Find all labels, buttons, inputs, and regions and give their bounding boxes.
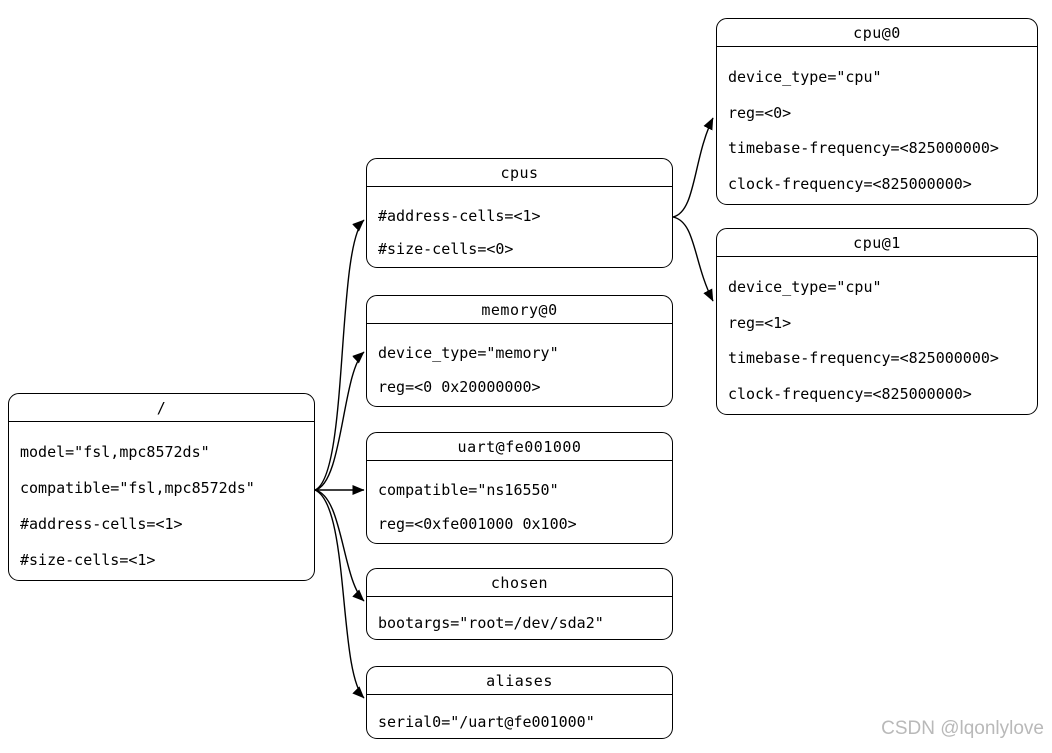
- node-cpus-props: #address-cells=<1> #size-cells=<0>: [367, 187, 672, 267]
- node-cpus-title: cpus: [367, 159, 672, 187]
- node-memory-props: device_type="memory" reg=<0 0x20000000>: [367, 324, 672, 406]
- node-property: model="fsl,mpc8572ds": [20, 443, 210, 461]
- node-memory-title: memory@0: [367, 296, 672, 324]
- node-property: clock-frequency=<825000000>: [728, 175, 972, 194]
- node-property: reg=<0xfe001000 0x100>: [378, 515, 577, 533]
- node-property: #size-cells=<1>: [20, 551, 156, 569]
- node-property: timebase-frequency=<825000000>: [728, 349, 999, 368]
- node-chosen-title: chosen: [367, 569, 672, 597]
- node-property: reg=<0>: [728, 103, 792, 122]
- node-aliases-props: serial0="/uart@fe001000": [367, 695, 672, 738]
- node-property: clock-frequency=<825000000>: [728, 385, 972, 404]
- node-root: / model="fsl,mpc8572ds" compatible="fsl,…: [8, 393, 315, 581]
- node-property: bootargs="root=/dev/sda2": [378, 614, 604, 632]
- edge-root-to-aliases: [314, 489, 365, 699]
- edge-root-to-chosen: [314, 489, 365, 602]
- node-cpu1-title: cpu@1: [717, 229, 1037, 257]
- node-uart: uart@fe001000 compatible="ns16550" reg=<…: [366, 432, 673, 544]
- node-cpus: cpus #address-cells=<1> #size-cells=<0>: [366, 158, 673, 268]
- node-chosen: chosen bootargs="root=/dev/sda2": [366, 568, 673, 640]
- node-root-props: model="fsl,mpc8572ds" compatible="fsl,mp…: [9, 422, 314, 580]
- node-property: device_type="cpu": [728, 67, 882, 86]
- node-property: timebase-frequency=<825000000>: [728, 139, 999, 158]
- node-cpu0: cpu@0 device_type="cpu" reg=<0> timebase…: [716, 18, 1038, 205]
- edge-cpus-to-cpu0: [672, 117, 714, 218]
- node-aliases: aliases serial0="/uart@fe001000": [366, 666, 673, 739]
- node-aliases-title: aliases: [367, 667, 672, 695]
- node-memory: memory@0 device_type="memory" reg=<0 0x2…: [366, 295, 673, 407]
- node-property: reg=<0 0x20000000>: [378, 378, 541, 396]
- edge-root-to-memory: [314, 351, 365, 491]
- node-property: compatible="ns16550": [378, 481, 559, 499]
- node-property: #size-cells=<0>: [378, 239, 514, 258]
- node-property: reg=<1>: [728, 313, 792, 332]
- node-cpu0-title: cpu@0: [717, 19, 1037, 47]
- edge-root-to-cpus: [314, 219, 365, 491]
- node-property: device_type="memory": [378, 344, 559, 362]
- node-property: serial0="/uart@fe001000": [378, 712, 595, 731]
- node-uart-props: compatible="ns16550" reg=<0xfe001000 0x1…: [367, 461, 672, 543]
- node-property: compatible="fsl,mpc8572ds": [20, 479, 255, 497]
- node-property: #address-cells=<1>: [20, 515, 183, 533]
- node-cpu1-props: device_type="cpu" reg=<1> timebase-frequ…: [717, 257, 1037, 414]
- node-cpu1: cpu@1 device_type="cpu" reg=<1> timebase…: [716, 228, 1038, 415]
- node-root-title: /: [9, 394, 314, 422]
- node-cpu0-props: device_type="cpu" reg=<0> timebase-frequ…: [717, 47, 1037, 204]
- edge-cpus-to-cpu1: [672, 216, 714, 302]
- node-chosen-props: bootargs="root=/dev/sda2": [367, 597, 672, 639]
- node-property: device_type="cpu": [728, 277, 882, 296]
- node-property: #address-cells=<1>: [378, 206, 541, 225]
- watermark: CSDN @lqonlylove: [881, 718, 1044, 739]
- node-uart-title: uart@fe001000: [367, 433, 672, 461]
